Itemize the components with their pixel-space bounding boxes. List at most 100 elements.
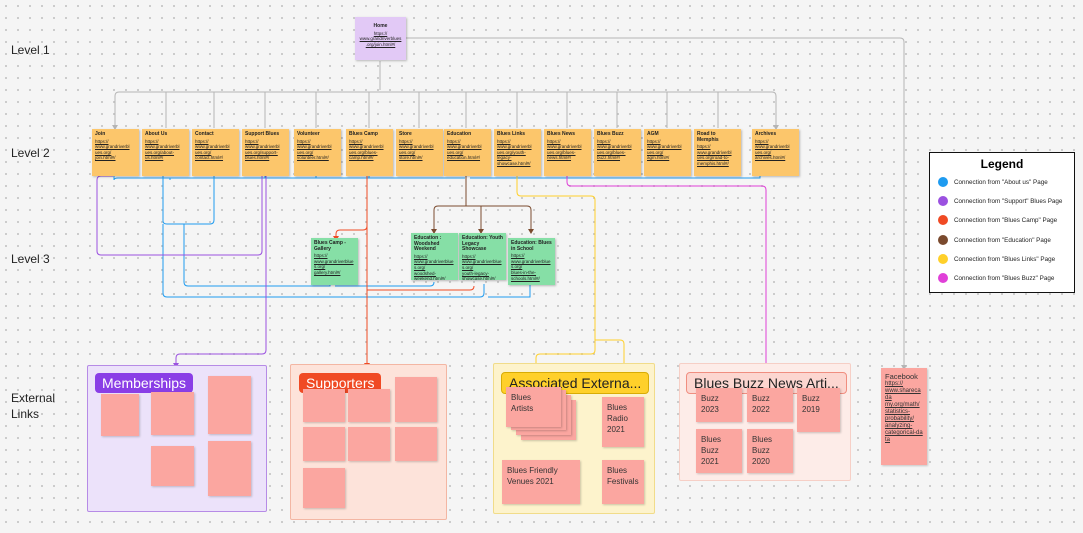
supporter-note[interactable] xyxy=(395,377,437,422)
note-url[interactable]: https:// www.grandriverbl ues.org/youth-… xyxy=(497,138,532,166)
facebook-url[interactable]: https:// www.sharecada my.org/math/ stat… xyxy=(885,381,923,443)
legend-title: Legend xyxy=(980,157,1024,171)
supporter-note[interactable] xyxy=(303,468,345,508)
note-url[interactable]: https:// www.grandriverbl ues.org/blues-… xyxy=(597,138,632,161)
note-title: Store xyxy=(399,131,412,137)
blues-friendly-venues-note[interactable]: Blues Friendly Venues 2021 xyxy=(502,460,580,504)
legend-item: Connection from "Education" Page xyxy=(938,235,1051,245)
note-url[interactable]: https:// www.grandriverbl ues.org/ conta… xyxy=(195,138,230,161)
note-url[interactable]: https:// www.grandriverbl ues.org/ store… xyxy=(399,138,434,161)
note-url[interactable]: https:// www.grandriverbl ues.org/blues-… xyxy=(547,138,582,161)
note-title: Education xyxy=(447,131,472,137)
note-title: Join xyxy=(95,131,106,137)
note-title: Blues Links xyxy=(497,131,526,137)
legend-box: Legend Connection from "About us" Page C… xyxy=(929,152,1075,293)
note-title: Education: Youth Legacy Showcase xyxy=(462,235,503,253)
buzz-2019-note[interactable]: Buzz 2019 xyxy=(797,388,840,432)
blues-buzz-2020-note[interactable]: Blues Buzz 2020 xyxy=(747,429,793,473)
note-title: Road to Memphis xyxy=(697,131,719,143)
level-3-label: Level 3 xyxy=(11,252,50,266)
note-title: Blues Camp - Gallery xyxy=(314,240,346,252)
red-dot-icon xyxy=(938,215,948,225)
blues-buzz-news-section[interactable]: Blues Buzz News Arti... Buzz 2023 Buzz 2… xyxy=(679,363,851,481)
legend-item: Connection from "Support" Blues Page xyxy=(938,196,1062,206)
membership-note[interactable] xyxy=(101,394,139,436)
blues-festivals-note[interactable]: Blues Festivals xyxy=(602,460,644,504)
note-url[interactable]: https:// www.grandriverblues.org/ youth-… xyxy=(462,253,502,280)
supporters-section[interactable]: Supporters xyxy=(290,364,447,520)
note-title: AGM xyxy=(647,131,659,137)
note-title: About Us xyxy=(145,131,168,137)
legend-label: Connection from "Support" Blues Page xyxy=(954,197,1063,205)
blues-radio-note[interactable]: Blues Radio 2021 xyxy=(602,397,644,447)
legend-label: Connection from "About us" Page xyxy=(954,178,1048,186)
external-links-label: External Links xyxy=(11,391,56,421)
buzz-2023-note[interactable]: Buzz 2023 xyxy=(696,388,742,422)
note-url[interactable]: https:// www.grandriverbl ues.org/blues-… xyxy=(349,138,384,161)
legend-item: Connection from "Blues Camp" Page xyxy=(938,215,1057,225)
supporter-note[interactable] xyxy=(348,389,390,422)
note-url[interactable]: https:// www.grandriverbl ues.org/ join.… xyxy=(95,138,130,161)
associated-external-section[interactable]: Associated Externa... Blues Artists Blue… xyxy=(493,363,655,514)
membership-note[interactable] xyxy=(151,392,194,435)
note-title: Home xyxy=(373,23,388,29)
note-title: Archives xyxy=(755,131,777,137)
note-url[interactable]: https:// www.grandriverbl ues.org/ educa… xyxy=(447,138,482,161)
note-url[interactable]: https:// www.grandriverbl ues.org/about-… xyxy=(145,138,180,161)
note-url[interactable]: https:// www.grandriverbl ues.org/ volun… xyxy=(297,138,332,161)
note-url[interactable]: https:// www.grandriverblues.org/ blues-… xyxy=(511,253,551,281)
note-url[interactable]: https:// www.grandriverblues .org/join.h… xyxy=(359,30,402,47)
note-url[interactable]: https:// www.grandriverblues.org/ woodsh… xyxy=(414,253,454,280)
membership-note[interactable] xyxy=(208,441,251,496)
blues-artists-note[interactable]: Blues Artists xyxy=(506,387,561,427)
note-url[interactable]: https:// www.grandriverbl ues.org/ archi… xyxy=(755,138,790,161)
legend-label: Connection from "Education" Page xyxy=(954,236,1051,244)
memberships-section[interactable]: Memberships xyxy=(87,365,267,512)
supporter-note[interactable] xyxy=(395,427,437,461)
legend-item: Connection from "Blues Links" Page xyxy=(938,254,1055,264)
buzz-2022-note[interactable]: Buzz 2022 xyxy=(747,388,793,422)
membership-note[interactable] xyxy=(151,446,194,486)
note-title: Blues News xyxy=(547,131,576,137)
note-title: Blues Buzz xyxy=(597,131,624,137)
home-note[interactable]: Home https:// www.grandriverblues .org/j… xyxy=(355,17,406,60)
legend-label: Connection from "Blues Buzz" Page xyxy=(954,274,1055,282)
level-2-label: Level 2 xyxy=(11,146,50,160)
blue-dot-icon xyxy=(938,177,948,187)
memberships-title: Memberships xyxy=(95,373,194,393)
supporter-note[interactable] xyxy=(303,427,345,461)
supporter-note[interactable] xyxy=(348,427,390,461)
note-url[interactable]: https:// www.grandriverblues.org/ galler… xyxy=(314,253,354,275)
note-title: Education: Blues in School xyxy=(511,240,552,252)
note-url[interactable]: https:// www.grandriverbl ues.org/ agm.h… xyxy=(647,138,682,161)
note-url[interactable]: https:// www.grandriverbl ues.org/road-t… xyxy=(697,144,732,166)
note-title: Education : Woodshed Weekend xyxy=(414,235,442,253)
brown-dot-icon xyxy=(938,235,948,245)
legend-label: Connection from "Blues Links" Page xyxy=(954,255,1056,263)
facebook-note[interactable]: Facebook https:// www.sharecada my.org/m… xyxy=(881,368,927,465)
supporter-note[interactable] xyxy=(303,389,345,422)
blues-buzz-2021-note[interactable]: Blues Buzz 2021 xyxy=(696,429,742,473)
purple-dot-icon xyxy=(938,196,948,206)
membership-note[interactable] xyxy=(208,376,251,434)
level-1-label: Level 1 xyxy=(11,43,50,57)
note-url[interactable]: https:// www.grandriverbl ues.org/suppor… xyxy=(245,138,280,161)
